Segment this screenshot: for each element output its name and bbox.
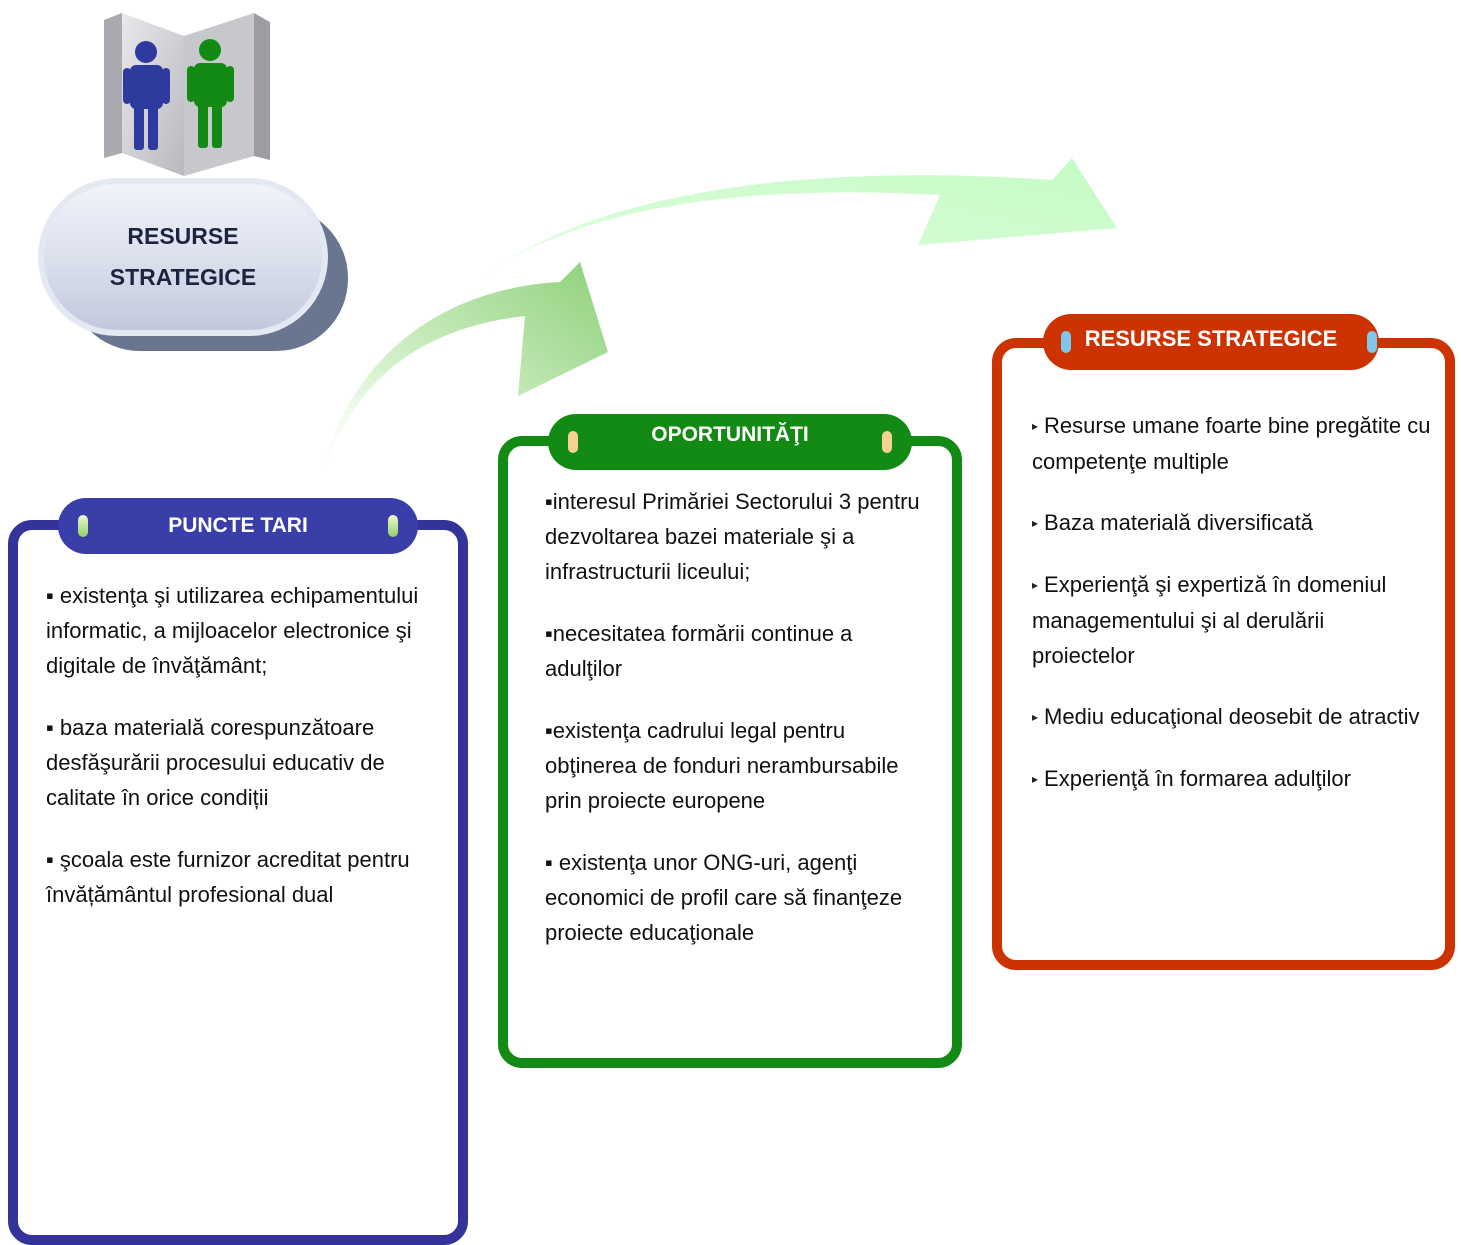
list-item: ▪ baza materială corespunzătoare desfăşu… [46, 715, 385, 810]
list-item: ▸ Experienţă în formarea adulţilor [1032, 761, 1432, 797]
list-item: ▸ Mediu educaţional deosebit de atractiv [1032, 699, 1432, 735]
diagram-title-line1: RESURSE [127, 223, 239, 249]
oportunitati-header: OPORTUNITĂŢI [548, 414, 912, 470]
list-item-text: Mediu educaţional deosebit de atractiv [1044, 704, 1420, 729]
list-item: ▪existenţa cadrului legal pentru obţiner… [545, 718, 899, 813]
header-pip-right [882, 431, 892, 453]
list-item-text: Resurse umane foarte bine pregătite cu c… [1032, 413, 1431, 474]
oportunitati-title: OPORTUNITĂŢI [651, 423, 809, 446]
resurse-strategice-title: RESURSE STRATEGICE [1084, 326, 1338, 351]
oportunitati-list: ▪interesul Primăriei Sectorului 3 pentru… [545, 484, 935, 977]
header-pip-right [388, 515, 398, 537]
puncte-tari-title: PUNCTE TARI [168, 514, 308, 537]
list-item: ▸Resurse umane foarte bine pregătite cu … [1032, 408, 1432, 479]
puncte-tari-list: ▪ existenţa şi utilizarea echipamentului… [46, 578, 436, 939]
triangle-bullet-icon: ▸ [1032, 578, 1039, 592]
list-item-text: Experienţă în formarea adulţilor [1044, 766, 1351, 791]
diagram-title: RESURSE STRATEGICE [98, 216, 268, 298]
resurse-strategice-panel [992, 338, 1455, 970]
header-pip-left [568, 431, 578, 453]
resurse-strategice-list: ▸Resurse umane foarte bine pregătite cu … [1032, 408, 1432, 823]
resurse-strategice-header: RESURSE STRATEGICE [1043, 314, 1379, 370]
header-pip-right [1367, 331, 1377, 353]
list-item: ▪ şcoala este furnizor acreditat pentru … [46, 847, 410, 907]
triangle-bullet-icon: ▸ [1032, 772, 1039, 786]
curved-arrow-icon-lower [320, 262, 608, 482]
people-icon [104, 13, 270, 176]
curved-arrow-icon-upper [455, 158, 1117, 300]
diagram-title-line2: STRATEGICE [109, 264, 257, 290]
list-item: ▪necesitatea formării continue a adulţil… [545, 621, 853, 681]
triangle-bullet-icon: ▸ [1032, 419, 1039, 433]
oportunitati-panel [498, 436, 962, 1068]
list-item: ▸ Baza materială diversificată [1032, 505, 1432, 541]
triangle-bullet-icon: ▸ [1032, 710, 1039, 724]
list-item-text: Baza materială diversificată [1044, 510, 1314, 535]
title-pill-body: RESURSE STRATEGICE [38, 178, 328, 336]
list-item: ▸Experienţă şi expertiză în domeniul man… [1032, 567, 1432, 673]
list-item: ▪interesul Primăriei Sectorului 3 pentru… [545, 489, 920, 584]
header-pip-left [1061, 331, 1071, 353]
list-item-text: Experienţă şi expertiză în domeniul mana… [1032, 572, 1387, 668]
header-pip-left [78, 515, 88, 537]
title-pill: RESURSE STRATEGICE [38, 178, 348, 353]
list-item: ▪ existenţa şi utilizarea echipamentului… [46, 583, 419, 678]
triangle-bullet-icon: ▸ [1032, 516, 1039, 530]
puncte-tari-header: PUNCTE TARI [58, 498, 418, 554]
list-item: ▪ existenţa unor ONG-uri, agenţi economi… [545, 850, 903, 945]
